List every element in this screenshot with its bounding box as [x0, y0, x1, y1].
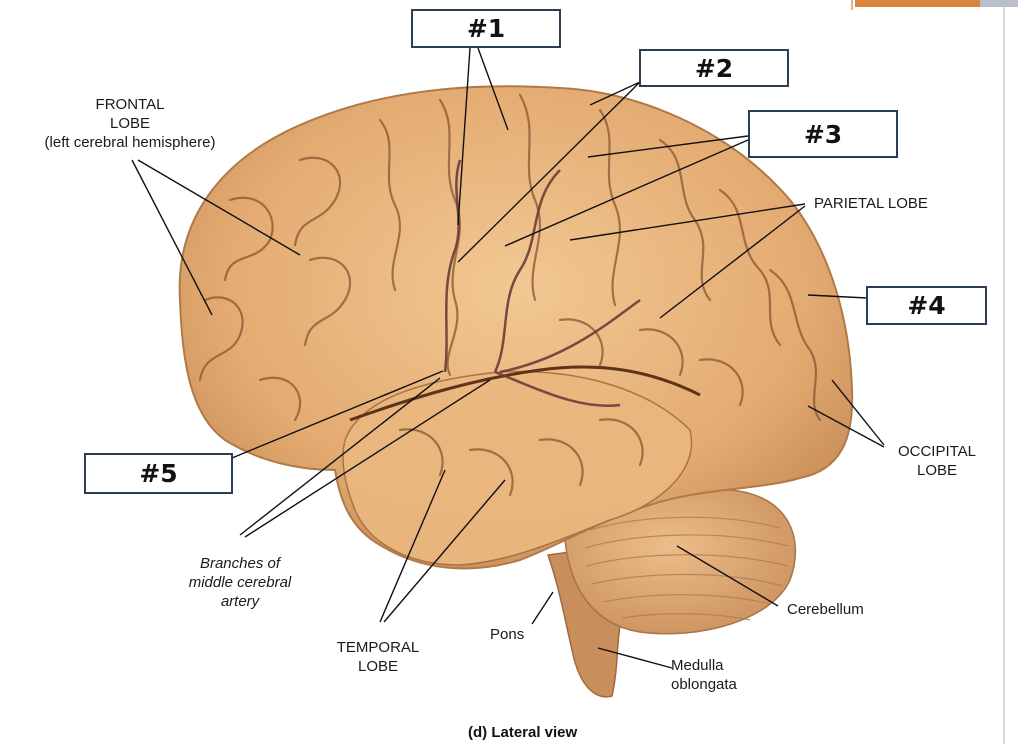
leader-box1-b: [477, 47, 509, 131]
medulla-label-line1: Medulla: [671, 657, 724, 674]
leader-box5: [231, 370, 444, 459]
slide-right-rule: [1003, 7, 1005, 744]
answer-box-4[interactable]: #4: [866, 286, 987, 325]
leader-temporal-a: [379, 469, 446, 623]
slide-corner-accent: [851, 0, 853, 10]
occipital-label-line2: LOBE: [916, 462, 958, 479]
leader-parietal-a: [569, 203, 806, 241]
answer-box-2[interactable]: #2: [639, 49, 789, 87]
leader-frontal-a: [137, 159, 301, 256]
frontal-lobe-label: FRONTAL LOBE (left cerebral hemisphere): [20, 95, 240, 152]
leader-box4: [807, 294, 868, 299]
leader-box3-b: [587, 135, 749, 158]
leader-branches-a: [239, 377, 441, 536]
leader-box2-b: [589, 81, 641, 106]
occipital-label-line1: OCCIPITAL: [897, 443, 977, 460]
temporal-label-line1: TEMPORAL: [336, 639, 420, 656]
leader-pons: [531, 591, 554, 625]
medulla-oblongata-label: Medulla oblongata: [671, 656, 737, 694]
frontal-label-line3: (left cerebral hemisphere): [44, 134, 216, 151]
leader-cerebellum: [676, 545, 779, 607]
frontal-label-line2: LOBE: [109, 115, 151, 132]
pons-label: Pons: [490, 626, 525, 643]
occipital-lobe-label: OCCIPITAL LOBE: [882, 442, 992, 480]
leader-branches-b: [244, 379, 491, 538]
temporal-lobe-label: TEMPORAL LOBE: [318, 638, 438, 676]
answer-box-1[interactable]: #1: [411, 9, 561, 48]
parietal-lobe-label: PARIETAL LOBE: [814, 195, 928, 212]
lateral-sulcus: [349, 365, 701, 422]
answer-box-5[interactable]: #5: [84, 453, 233, 494]
figure-caption: (d) Lateral view: [468, 724, 578, 741]
slide-corner-gray-bar: [980, 0, 1018, 7]
middle-cerebral-artery-label: Branches of middle cerebral artery: [170, 554, 310, 611]
medulla-label-line2: oblongata: [671, 676, 737, 693]
frontal-label-line1: FRONTAL: [95, 96, 165, 113]
leader-box2-a: [457, 81, 641, 263]
branches-label-line3: artery: [220, 593, 260, 610]
branches-label-line1: Branches of: [199, 555, 281, 572]
leader-occipital-a: [831, 379, 885, 446]
slide-corner-orange-bar: [855, 0, 980, 7]
branches-label-line2: middle cerebral: [188, 574, 292, 591]
artery-branches: [443, 159, 641, 407]
cerebellum-label: Cerebellum: [787, 601, 864, 618]
leader-frontal-b: [131, 159, 213, 316]
leader-temporal-b: [383, 479, 506, 623]
leader-occipital-b: [807, 405, 885, 448]
leader-medulla: [597, 647, 673, 669]
cerebellum-folia: [584, 516, 789, 621]
answer-box-3[interactable]: #3: [748, 110, 898, 158]
leader-box3-a: [504, 139, 749, 247]
temporal-label-line2: LOBE: [357, 658, 399, 675]
leader-box1-a: [457, 47, 471, 226]
leader-parietal-b: [659, 205, 806, 319]
